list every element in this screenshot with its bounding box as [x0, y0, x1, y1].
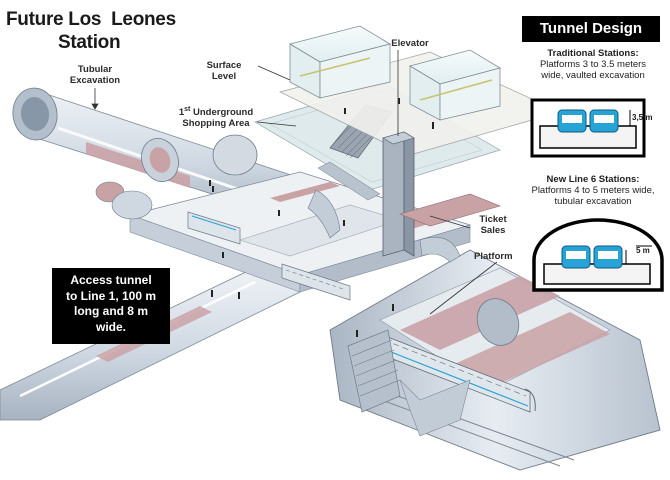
page-title: Future Los Leones Station [6, 8, 196, 54]
tunnel-design-header: Tunnel Design [522, 16, 660, 42]
platform-tunnel [329, 249, 661, 471]
surface-level-label: Surface Level [192, 60, 256, 82]
leader-lines [91, 50, 498, 315]
window-left-6 [566, 251, 586, 259]
traditional-cross-section [530, 98, 646, 158]
traditional-dimension: 3,5 m [632, 113, 653, 122]
title-line-2: Station [58, 32, 121, 53]
traditional-stations-text: Traditional Stations: Platforms 3 to 3.5… [520, 48, 666, 81]
ticket-sales-area [399, 193, 501, 227]
title-line-1: Future Los Leones [6, 9, 176, 30]
traditional-line-1: Platforms 3 to 3.5 meters [539, 59, 647, 70]
surface-label-line-2: Level [211, 71, 237, 82]
access-line-4: wide. [95, 319, 126, 334]
ticket-label-line-1: Ticket [479, 214, 507, 225]
shopping-main: Underground [193, 107, 254, 119]
access-line-3: long and 8 m [73, 304, 148, 318]
access-tunnel-box: Access tunnel to Line 1, 100 m long and … [52, 268, 170, 344]
shopping-label-line-1: 1st Underground [170, 104, 262, 118]
junction-tubes [95, 134, 461, 263]
surface-label-line-1: Surface [206, 60, 242, 71]
tubular-excavation-label: Tubular Excavation [58, 64, 132, 86]
elevator-shaft [382, 131, 415, 257]
mid-train [187, 211, 351, 301]
window-right [594, 115, 614, 123]
line6-dimension: 5 m [636, 246, 650, 255]
window-right-6 [598, 251, 618, 259]
tubular-cross-section [532, 218, 664, 292]
traditional-line-2: wide, vaulted excavation [541, 70, 645, 81]
ticket-label-line-2: Sales [480, 225, 506, 236]
surface-level [279, 25, 562, 156]
line6-heading: New Line 6 Stations: [546, 174, 640, 185]
tubular-label-line-2: Excavation [69, 75, 121, 86]
shopping-prefix: 1 [178, 107, 185, 119]
ticket-sales-label: Ticket Sales [470, 214, 516, 236]
shopping-label-line-2: Shopping Area [182, 118, 250, 130]
people [209, 98, 434, 337]
platform-label: Platform [474, 251, 513, 262]
access-line-2: to Line 1, 100 m [65, 288, 157, 303]
line6-line-1: Platforms 4 to 5 meters wide, [531, 185, 655, 196]
window-left [562, 115, 582, 123]
shopping-sup: st [184, 106, 191, 113]
shopping-area-label: 1st Underground Shopping Area [170, 104, 262, 129]
traditional-heading: Traditional Stations: [547, 48, 639, 59]
tubular-label-line-1: Tubular [77, 64, 113, 75]
elevator-label: Elevator [391, 38, 429, 49]
line6-line-2: tubular excavation [554, 196, 632, 207]
platform-slab [539, 125, 637, 149]
access-line-1: Access tunnel [70, 273, 152, 287]
line6-stations-text: New Line 6 Stations: Platforms 4 to 5 me… [520, 174, 666, 207]
